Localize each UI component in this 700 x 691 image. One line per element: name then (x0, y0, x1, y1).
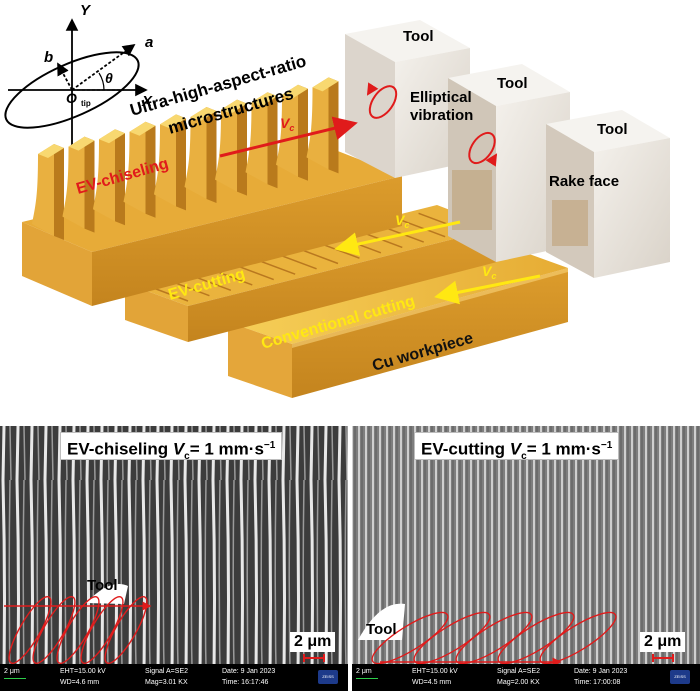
minor-axis-b (57, 62, 73, 91)
sem-right-title: EV-cutting Vc= 1 mm·s−1 (414, 432, 620, 462)
vc-label-chiseling: Vc (280, 115, 294, 133)
sem-left-scale-label: 2 μm (290, 632, 336, 652)
theta-label: θ (105, 70, 113, 86)
fin (245, 92, 278, 189)
fin (184, 107, 217, 203)
elliptical-vibration-line1: Elliptical (410, 89, 472, 106)
ev-chiseling-workpiece (22, 77, 402, 306)
conventional-workpiece (228, 246, 568, 398)
zeiss-logo-right: ZEISS (670, 670, 690, 684)
coordinate-system: Y X a b θ O tip (4, 2, 153, 152)
ev-chiseling-fins (32, 77, 339, 240)
tool-label-1: Tool (403, 28, 434, 45)
tool-shape-left (86, 584, 128, 604)
elliptical-vibration-line2: vibration (410, 107, 473, 124)
b-label: b (44, 49, 53, 66)
tool-label-2: Tool (497, 75, 528, 92)
tool-label-3: Tool (597, 121, 628, 138)
sem-image-ev-chiseling (0, 426, 348, 664)
vc-label-conventional: Vc (482, 263, 496, 281)
sem-right-infobar: 2 μm EHT=15.00 kV WD=4.5 mm Signal A=SE2… (352, 664, 700, 691)
tool-conventional: Tool (546, 110, 670, 278)
zeiss-logo-left: ZEISS (318, 670, 338, 684)
o-label: O (66, 90, 77, 106)
velocity-arrow-chiseling (219, 116, 358, 158)
rake-face-line1: Rake face (549, 173, 619, 190)
fin (123, 121, 156, 218)
fin (215, 99, 247, 196)
fin (62, 136, 95, 233)
velocity-arrow-conventional (434, 274, 541, 305)
tool-path-ellipses-left (8, 596, 148, 664)
sem-image-ev-cutting (352, 426, 700, 667)
vc-label-ev-cutting: Vc (395, 212, 409, 230)
o-subscript: tip (81, 99, 91, 108)
sem-right-tool-label: Tool (366, 621, 397, 638)
fin (154, 114, 186, 211)
fin (306, 77, 339, 174)
y-label: Y (80, 2, 92, 19)
fin (93, 129, 125, 226)
velocity-arrow-ev-cutting (334, 220, 461, 256)
sem-left-infobar: 2 μm EHT=15.00 kV WD=4.6 mm Signal A=SE2… (0, 664, 348, 691)
a-label: a (145, 34, 153, 51)
fin (32, 144, 64, 240)
vibration-ellipse-1 (368, 85, 398, 119)
tool-shape-right (358, 603, 405, 640)
fin (276, 84, 308, 181)
x-label: X (141, 93, 153, 110)
theta-arc (98, 72, 105, 91)
major-axis-a (71, 43, 136, 91)
sem-left-tool-label: Tool (87, 577, 118, 594)
sem-left-title: EV-chiseling Vc= 1 mm·s−1 (60, 432, 283, 462)
sem-right-scale-label: 2 μm (640, 632, 686, 652)
